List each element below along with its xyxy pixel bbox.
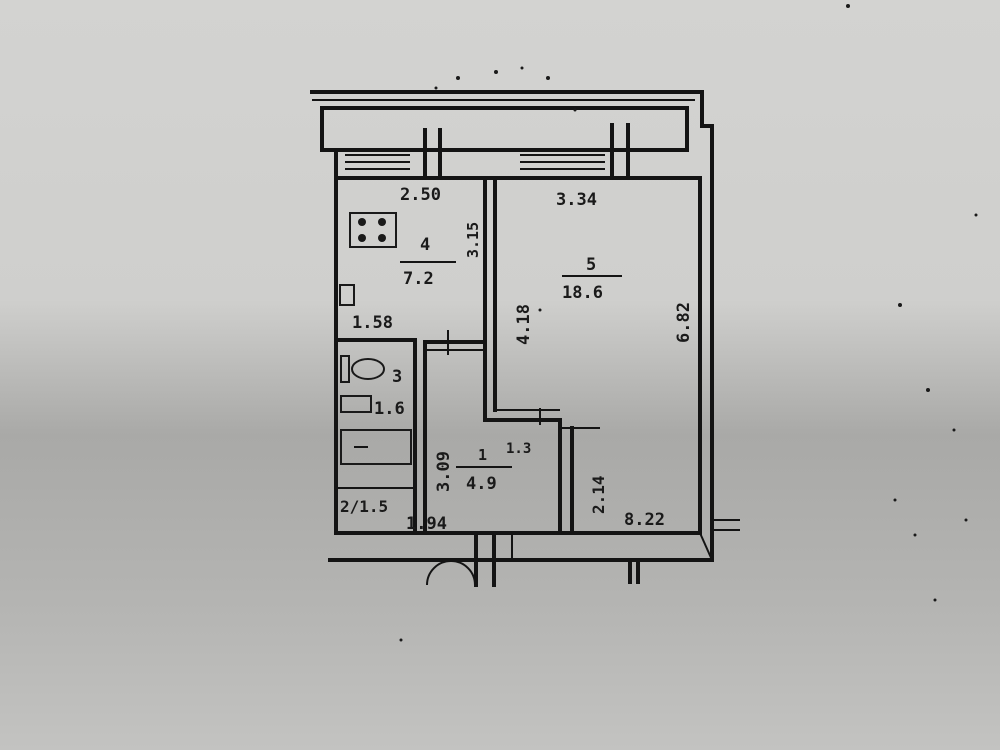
room-area: 18.6 [562,283,603,303]
hall-room-number: 1 [478,446,487,464]
toilet-room-number: 3 [392,367,402,387]
room-vertical-dimension: 4.18 [514,304,534,345]
window-kitchen [345,128,442,180]
bath-width-dimension: 1.58 [352,313,393,333]
hall-small-dimension: 1.3 [506,441,531,457]
outer-walls [328,124,740,562]
kitchen-vertical-dimension: 3.15 [464,222,482,258]
entrance-door [426,533,640,587]
hall-width-dimension: 1.94 [406,514,447,534]
bathtub-icon [340,429,412,465]
sink-icon [339,284,355,306]
hall-area: 4.9 [466,474,497,494]
toilet-icon [340,355,385,383]
storage-label: 2/1.5 [340,497,388,516]
window-room [520,123,630,180]
room-number: 5 [586,255,596,275]
stove-icon [349,212,397,248]
lower-right-vertical-dimension: 2.14 [589,475,608,514]
interior-walls [334,176,600,535]
bath-area: 1.6 [374,399,405,419]
top-right-dimension: 3.34 [556,190,597,210]
ink-specks [399,4,978,642]
right-wall-dimension: 6.82 [674,302,694,343]
balcony [310,90,714,152]
bottom-right-dimension: 8.22 [624,510,665,530]
hall-vertical-dimension: 3.09 [434,451,454,492]
kitchen-room-number: 4 [420,235,430,255]
top-left-dimension: 2.50 [400,185,441,205]
washbasin-icon [340,395,372,413]
kitchen-area: 7.2 [403,269,434,289]
